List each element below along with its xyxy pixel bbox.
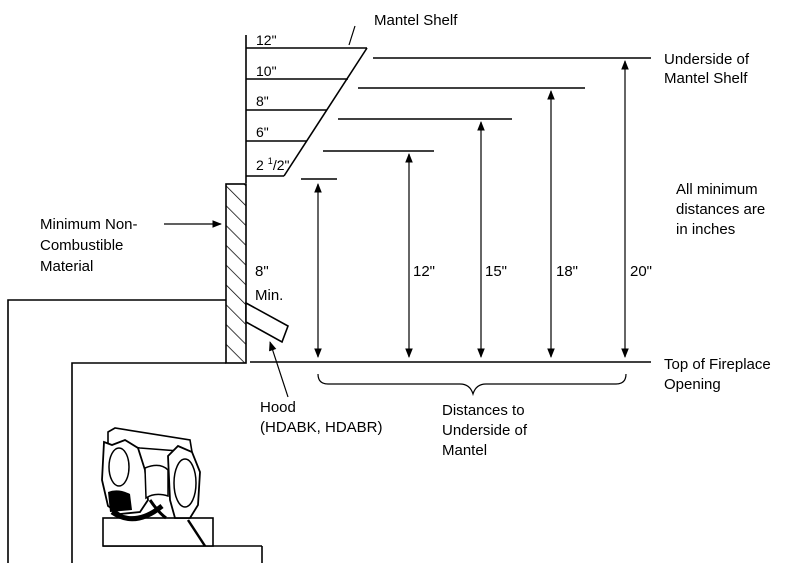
- distances-brace: [317, 373, 627, 397]
- mantel-shelf-leader: [348, 25, 356, 46]
- underside-label-line2: Mantel Shelf: [664, 70, 748, 87]
- shelf-depth-8: 8": [256, 93, 269, 109]
- clearance-label-12: 12": [413, 263, 435, 280]
- distances-label-line2: Underside of: [442, 422, 528, 439]
- mantel-shelf-profile: [245, 35, 368, 183]
- non-combustible-label-line1: Minimum Non-: [40, 216, 138, 233]
- hood: [245, 301, 289, 344]
- clearance-label-8-min: Min.: [255, 287, 283, 304]
- mantel-shelf-label: Mantel Shelf: [374, 12, 458, 29]
- hood-label-line2: (HDABK, HDABR): [260, 419, 383, 436]
- top-opening-label-line1: Top of Fireplace: [664, 356, 771, 373]
- clearance-label-20: 20": [630, 263, 652, 280]
- hood-leader: [269, 341, 289, 398]
- all-minimum-line2: distances are: [676, 201, 765, 218]
- clearance-label-15: 15": [485, 263, 507, 280]
- all-minimum-line3: in inches: [676, 221, 735, 238]
- shelf-depth-10: 10": [256, 63, 277, 79]
- distances-label-line3: Mantel: [442, 442, 487, 459]
- clearance-label-8: 8": [255, 263, 269, 280]
- hood-label-line1: Hood: [260, 399, 296, 416]
- top-opening-label-line2: Opening: [664, 376, 721, 393]
- distances-label-line1: Distances to: [442, 402, 525, 419]
- clearance-labels: 8" Min. 12" 15" 18" 20": [255, 263, 652, 304]
- shelf-depth-6: 6": [256, 124, 269, 140]
- shelf-depth-12: 12": [256, 32, 277, 48]
- all-minimum-line1: All minimum: [676, 181, 758, 198]
- non-combustible-label-line3: Material: [40, 258, 93, 275]
- clearance-label-18: 18": [556, 263, 578, 280]
- underside-label-line1: Underside of: [664, 51, 750, 68]
- log-burner-illustration: [101, 427, 214, 547]
- non-combustible-material: [225, 183, 247, 364]
- shelf-slope-line: [283, 47, 368, 177]
- clearance-dimensions: [250, 57, 651, 363]
- non-combustible-label-line2: Combustible: [40, 237, 123, 254]
